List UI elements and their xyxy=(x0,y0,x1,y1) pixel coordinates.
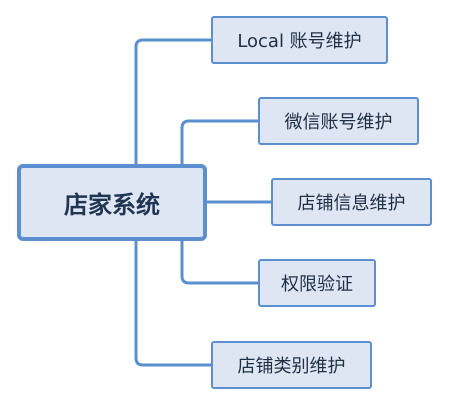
root-node[interactable]: 店家系统 xyxy=(17,164,207,241)
branch-node-label: Local 账号维护 xyxy=(237,31,362,52)
branch-node-shop-info[interactable]: 店铺信息维护 xyxy=(271,178,432,226)
branch-node-label: 店铺类别维护 xyxy=(237,356,346,377)
branch-node-shop-category[interactable]: 店铺类别维护 xyxy=(211,341,372,389)
branch-node-label: 微信账号维护 xyxy=(284,112,393,133)
branch-node-label: 权限验证 xyxy=(281,274,353,295)
connector-local-account xyxy=(134,38,211,164)
branch-node-local-account[interactable]: Local 账号维护 xyxy=(211,16,388,64)
branch-node-permission[interactable]: 权限验证 xyxy=(258,259,376,307)
branch-node-wechat-account[interactable]: 微信账号维护 xyxy=(258,97,419,145)
connector-category xyxy=(134,241,211,367)
connector-wechat-account xyxy=(180,119,258,164)
connector-permission xyxy=(180,241,258,285)
branch-node-label: 店铺信息维护 xyxy=(297,193,406,214)
root-node-label: 店家系统 xyxy=(64,191,160,219)
